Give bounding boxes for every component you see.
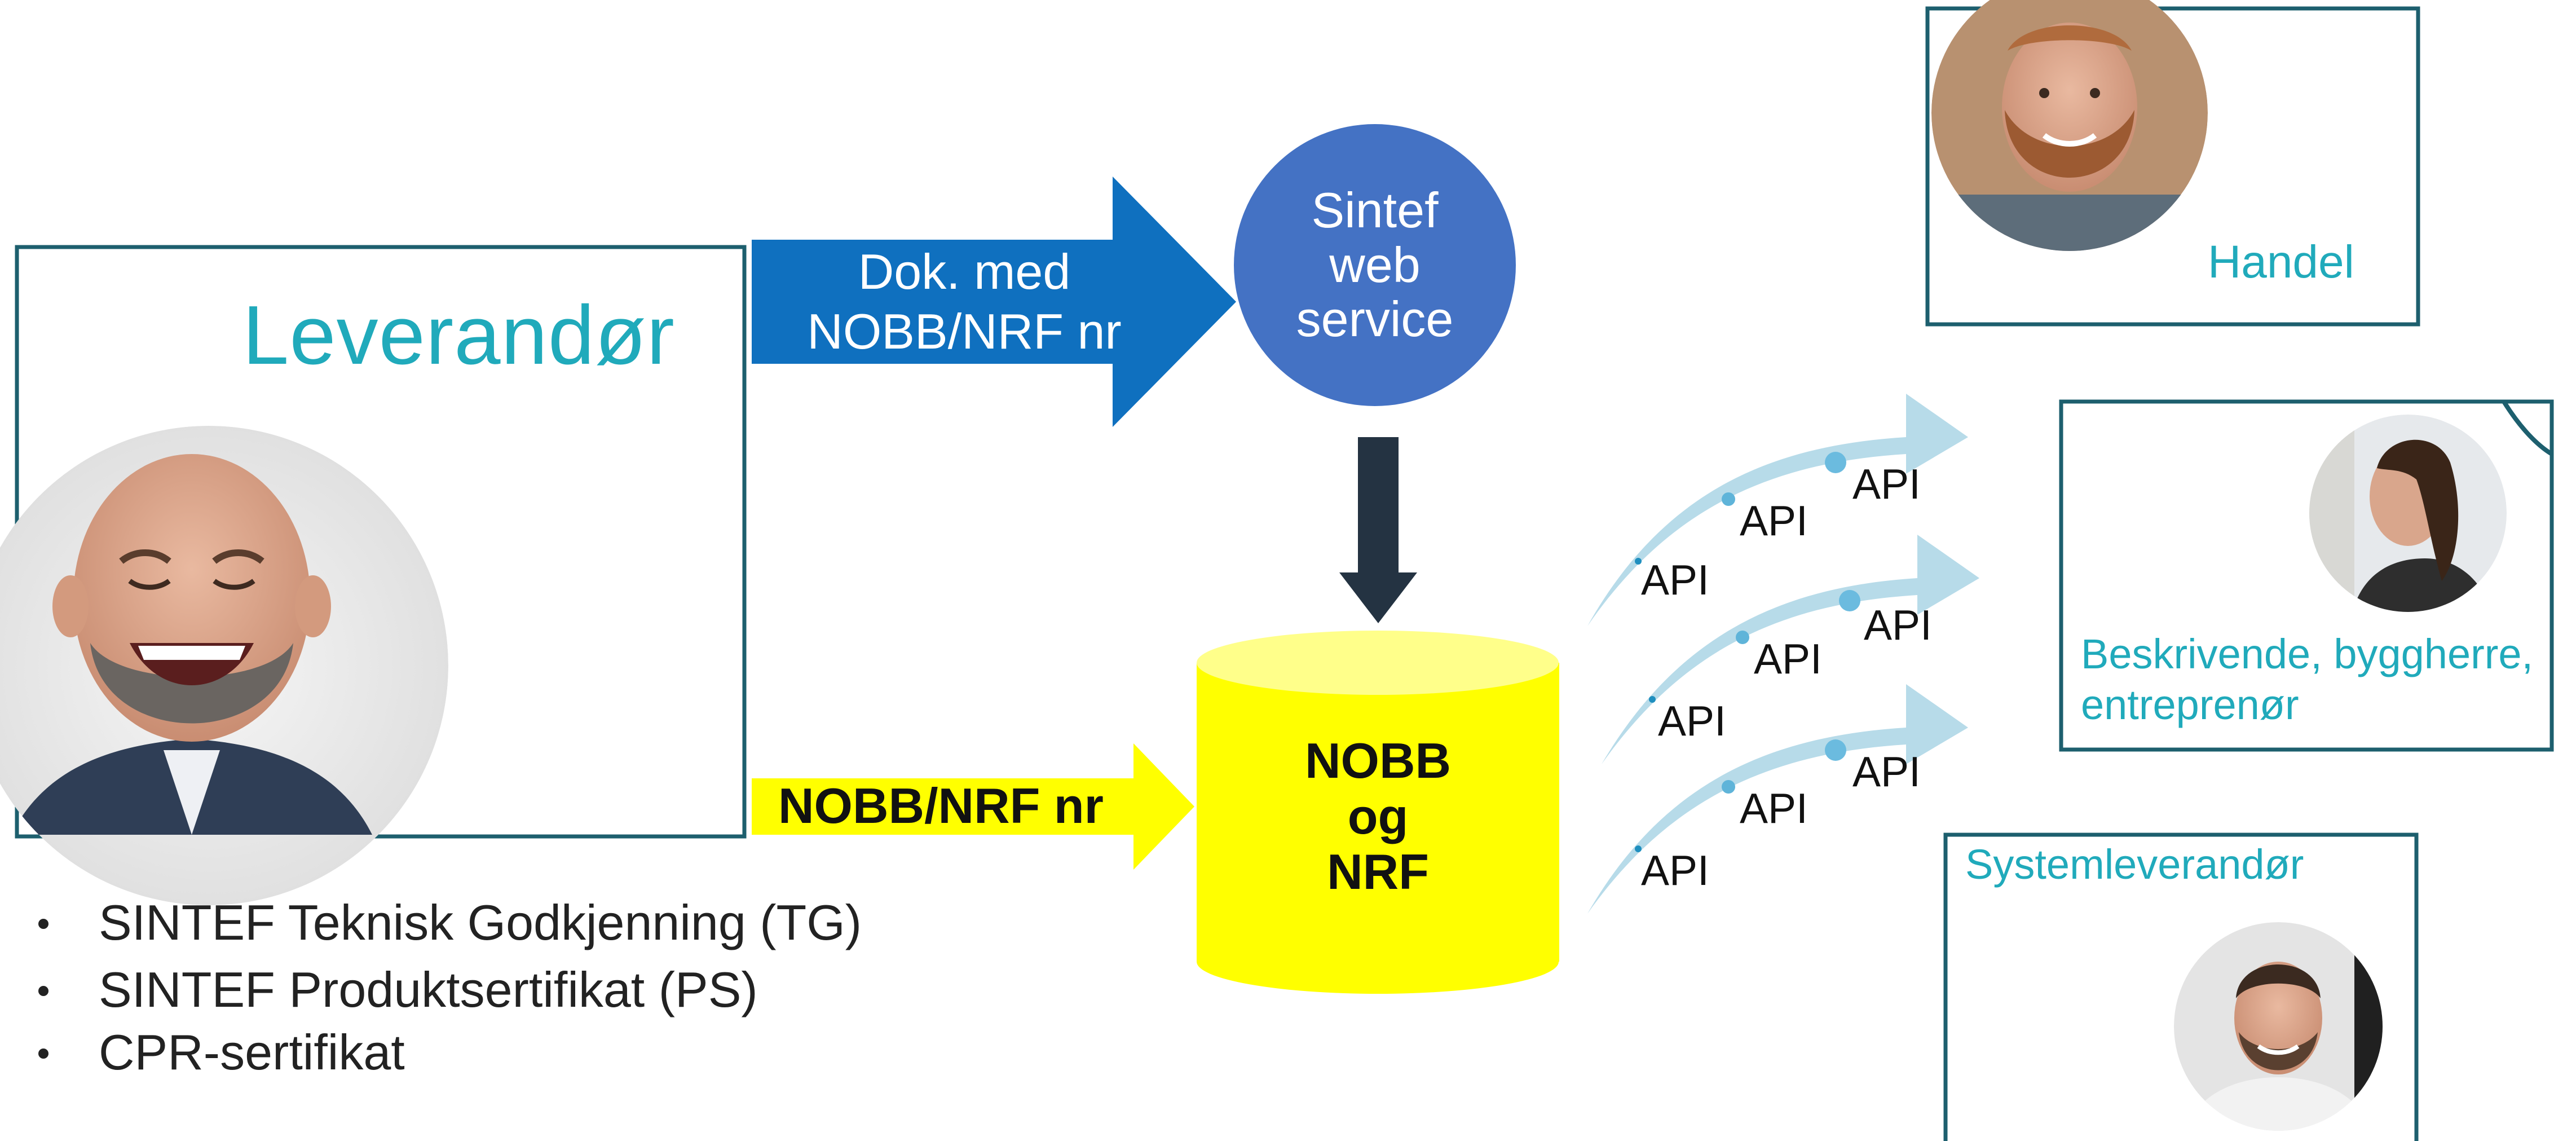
- supplier-box: [0, 245, 747, 905]
- database-cylinder: [1197, 631, 1559, 994]
- api-label: API: [1658, 697, 1726, 744]
- api-label: API: [1740, 497, 1808, 544]
- database-label: NOBB og NRF: [1197, 733, 1559, 900]
- nobb-arrow-shape: [752, 743, 1194, 870]
- api-stream-1: [1587, 394, 1968, 626]
- handel-label: Handel: [2208, 236, 2354, 288]
- api-stream-2: [1602, 535, 1979, 764]
- supplier-title: Leverandør: [242, 289, 675, 382]
- beskrivende-label: Beskrivende, byggherre, entreprenør: [2081, 629, 2533, 731]
- cert-item: SINTEF Teknisk Godkjenning (TG): [99, 895, 862, 950]
- api-label: API: [1852, 460, 1921, 508]
- cert-item: CPR-sertifikat: [99, 1024, 405, 1080]
- database-line2: og: [1347, 788, 1409, 844]
- supplier-avatar: [0, 426, 448, 905]
- doc-arrow-shape: [752, 177, 1236, 427]
- systemleverandor-box: [1943, 832, 2419, 1141]
- cert-bullets: [38, 919, 48, 1059]
- systemleverandor-label: Systemleverandør: [1965, 841, 2304, 888]
- handel-avatar: [1931, 0, 2208, 251]
- doc-arrow-label: Dok. med NOBB/NRF nr: [756, 240, 1173, 364]
- beskrivende-line1: Beskrivende, byggherre,: [2081, 631, 2534, 677]
- doc-arrow-line2: NOBB/NRF nr: [807, 303, 1122, 359]
- beskrivende-line2: entreprenør: [2081, 681, 2299, 729]
- down-arrow-shape: [1339, 437, 1417, 623]
- web-service-line3: service: [1296, 291, 1454, 347]
- api-stream-3: [1587, 684, 1968, 914]
- nobb-arrow-label: NOBB/NRF nr: [778, 778, 1104, 834]
- beskrivende-box: [2059, 399, 2554, 752]
- api-label: API: [1641, 556, 1709, 603]
- api-label: API: [1641, 847, 1709, 894]
- web-service-circle: [1234, 124, 1516, 406]
- web-service-label: Sintef web service: [1234, 124, 1516, 406]
- handel-box: [1925, 0, 2420, 327]
- database-line3: NRF: [1327, 844, 1429, 900]
- web-service-line2: web: [1329, 236, 1421, 293]
- api-label: API: [1754, 635, 1822, 682]
- database-line1: NOBB: [1304, 733, 1452, 788]
- api-label: API: [1864, 601, 1932, 649]
- web-service-line1: Sintef: [1311, 182, 1439, 238]
- api-label: API: [1852, 748, 1921, 795]
- cert-item: SINTEF Produktsertifikat (PS): [99, 962, 758, 1017]
- api-label: API: [1740, 785, 1808, 832]
- doc-arrow-line1: Dok. med: [858, 244, 1071, 300]
